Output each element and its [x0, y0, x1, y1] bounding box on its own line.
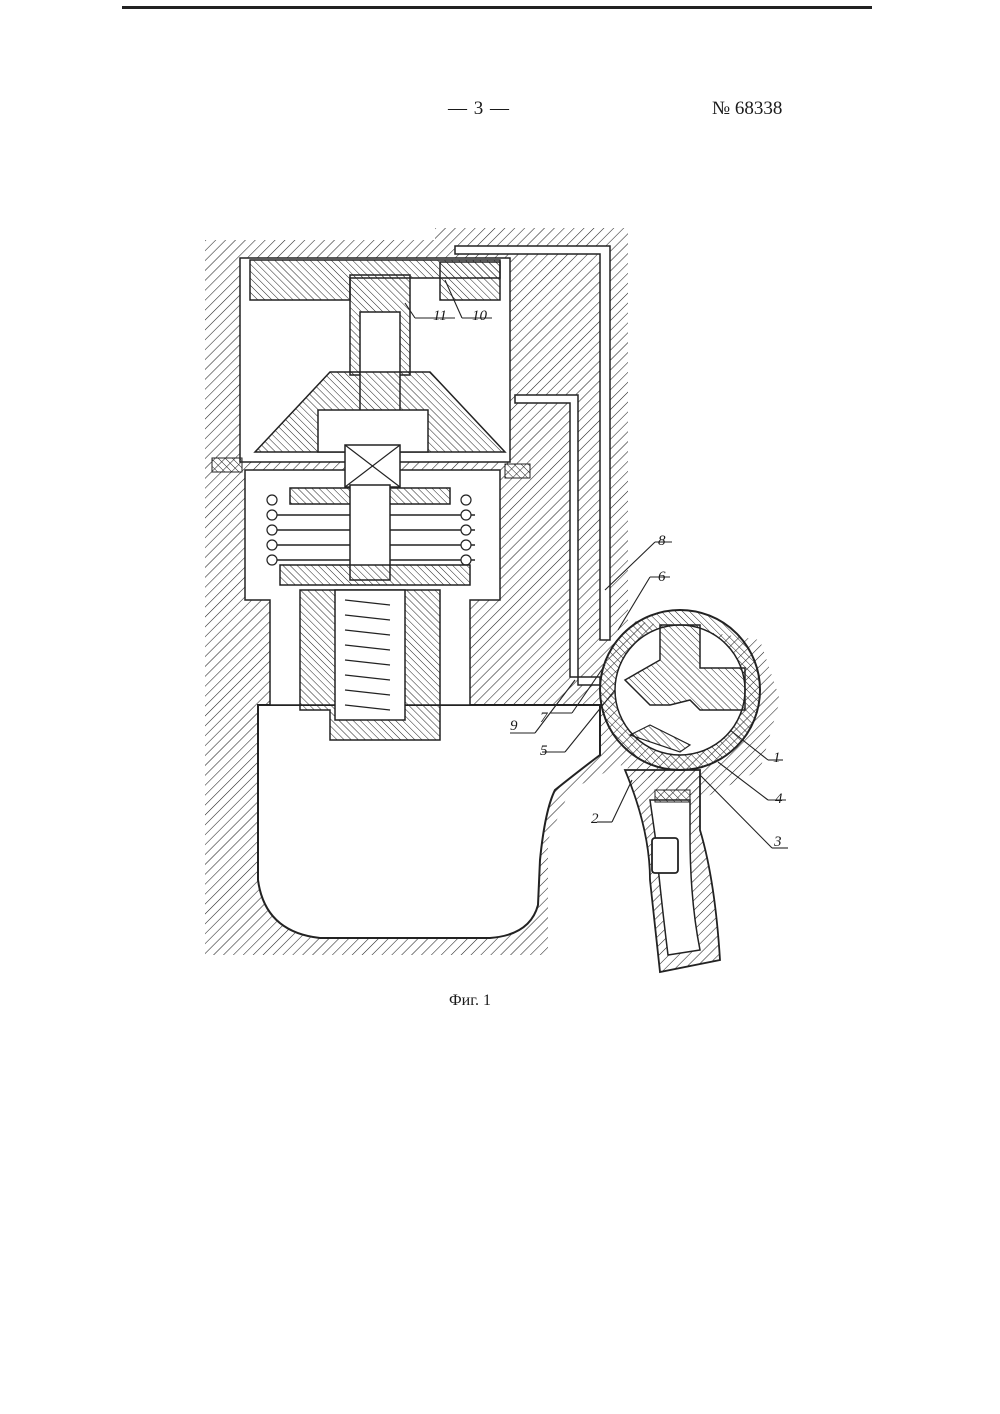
part-label-6: 6: [658, 569, 666, 585]
part-label-10: 10: [472, 308, 488, 324]
leader-lines: [404, 279, 788, 849]
rotary-valve: [599, 609, 761, 771]
cover-assembly: [211, 259, 531, 488]
patent-number: № 68338: [712, 98, 783, 119]
part-label-5: 5: [540, 743, 548, 759]
figure-caption: Фиг. 1: [449, 992, 491, 1009]
part-label-4: 4: [775, 791, 783, 807]
part-label-2: 2: [591, 811, 599, 827]
bellows-assembly: [266, 484, 475, 741]
page-number: — 3 —: [448, 98, 510, 119]
part-label-7: 7: [540, 710, 549, 726]
part-label-9: 9: [510, 718, 518, 734]
lever-arm: [623, 769, 721, 974]
part-label-8: 8: [658, 533, 666, 549]
part-label-11: 11: [433, 308, 447, 324]
top-rule: [122, 6, 872, 9]
part-label-1: 1: [773, 750, 781, 766]
part-label-3: 3: [773, 834, 782, 850]
